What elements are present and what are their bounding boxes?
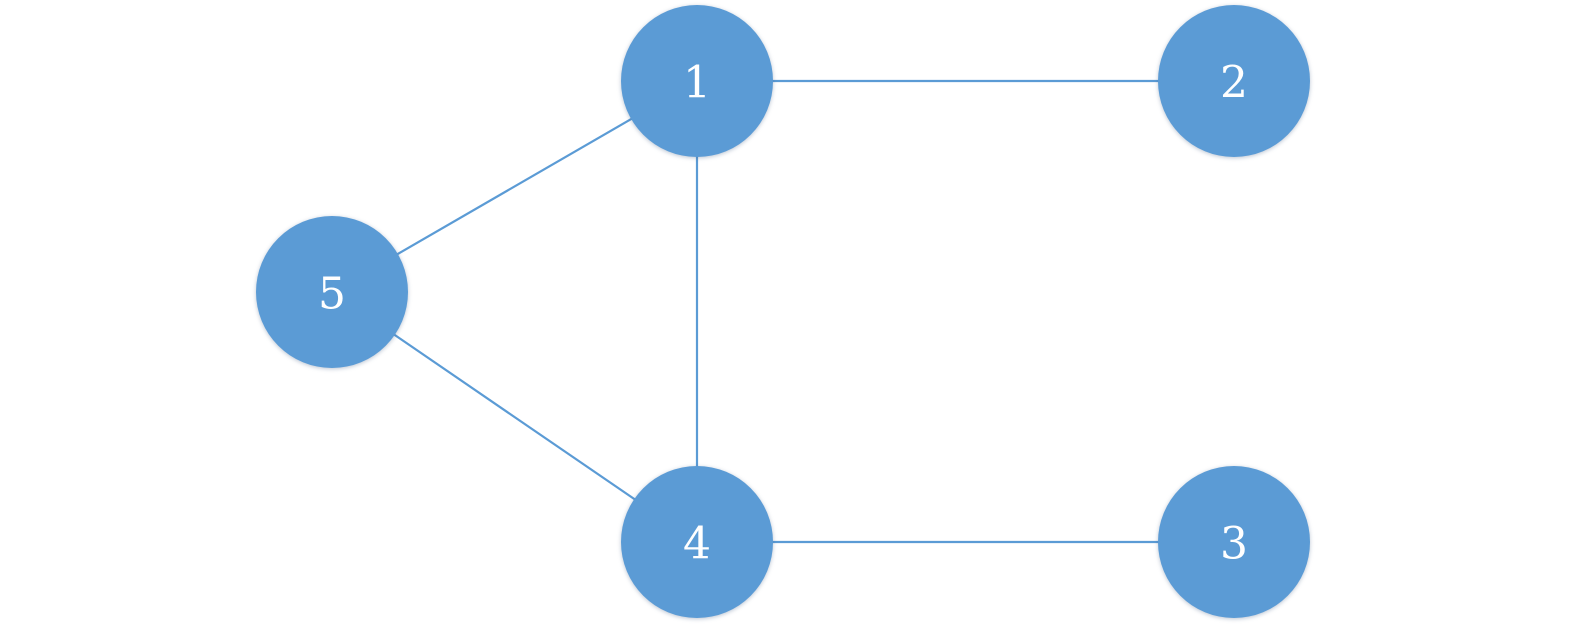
node-2: 2 [1158,5,1310,157]
node-label-5: 5 [318,269,346,320]
node-1: 1 [621,5,773,157]
node-circle-3 [1158,466,1310,618]
node-3: 3 [1158,466,1310,618]
node-label-2: 2 [1220,58,1248,109]
node-label-4: 4 [683,519,711,570]
node-4: 4 [621,466,773,618]
node-label-1: 1 [683,58,711,109]
node-label-3: 3 [1220,519,1248,570]
node-circle-1 [621,5,773,157]
node-circle-4 [621,466,773,618]
node-circle-5 [256,216,408,368]
edges-group [331,79,1234,544]
node-circle-2 [1158,5,1310,157]
nodes-group: 1 2 3 4 5 [256,5,1310,618]
node-5: 5 [256,216,408,368]
